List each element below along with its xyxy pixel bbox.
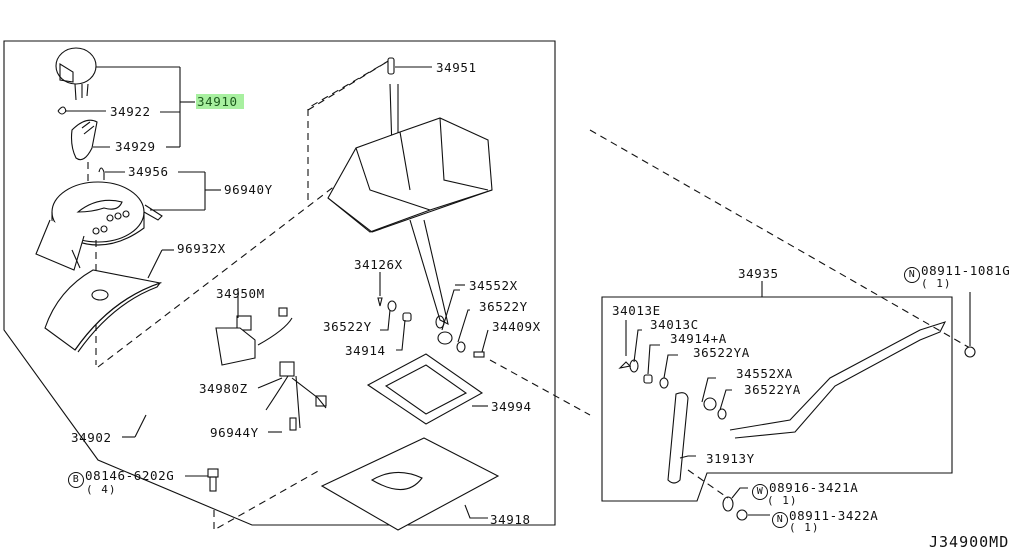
leader-34910-bracket (65, 66, 195, 148)
part-label-34922[interactable]: 34922 (110, 104, 151, 119)
part-label-34918[interactable]: 34918 (490, 512, 531, 527)
diagram-code: J34900MD (929, 533, 1010, 551)
part-label-96932X[interactable]: 96932X (177, 241, 226, 256)
part-label-34910[interactable]: 34910 (196, 94, 244, 109)
small-parts-drawing (377, 272, 591, 416)
pin-drawing (387, 57, 432, 75)
highlighted-part-34910[interactable]: 34910 (196, 94, 244, 109)
part-label-34980Z[interactable]: 34980Z (199, 381, 248, 396)
part-label-34929[interactable]: 34929 (115, 139, 156, 154)
part-label-34935[interactable]: 34935 (738, 266, 779, 281)
fastener-qty-nut-upper: ( 1) (921, 277, 952, 290)
shift-knob-drawing (55, 47, 98, 161)
cable-assembly-drawing (589, 129, 976, 521)
part-label-34552X[interactable]: 34552X (469, 278, 518, 293)
part-label-36522YA-upper[interactable]: 36522YA (693, 345, 750, 360)
bolt-symbol-icon: B (68, 472, 84, 488)
fastener-qty-washer: ( 1) (767, 494, 798, 507)
part-label-34956[interactable]: 34956 (128, 164, 169, 179)
leader-lines (122, 284, 465, 438)
gasket-drawing (366, 353, 488, 425)
fastener-qty-bolt: ( 4) (86, 483, 117, 496)
part-label-36522YA-lower[interactable]: 36522YA (744, 382, 801, 397)
fastener-number: 08911-1081G (921, 263, 1011, 278)
nut-symbol-icon: N (904, 267, 920, 283)
part-label-34013C[interactable]: 34013C (650, 317, 699, 332)
part-label-36522Y-right[interactable]: 36522Y (479, 299, 528, 314)
part-label-34552XA[interactable]: 34552XA (736, 366, 793, 381)
part-label-96940Y[interactable]: 96940Y (224, 182, 273, 197)
part-label-34950M[interactable]: 34950M (216, 286, 265, 301)
part-label-36522Y-left[interactable]: 36522Y (323, 319, 372, 334)
indicator-plate-drawing (35, 181, 163, 271)
part-label-34914A[interactable]: 34914+A (670, 331, 727, 346)
fastener-number: 08911-3422A (789, 508, 879, 523)
fastener-number: 08146-6202G (85, 468, 175, 483)
part-label-31913Y[interactable]: 31913Y (706, 451, 755, 466)
washer-symbol-icon: W (752, 484, 768, 500)
part-label-34951[interactable]: 34951 (436, 60, 477, 75)
part-label-34126X[interactable]: 34126X (354, 257, 403, 272)
part-label-96944Y[interactable]: 96944Y (210, 425, 259, 440)
harness-drawing (215, 307, 327, 431)
part-label-34914[interactable]: 34914 (345, 343, 386, 358)
bolt-drawing (185, 468, 219, 492)
fastener-qty-nut-lower: ( 1) (789, 521, 820, 534)
guide-dashed (213, 469, 321, 531)
guide-dashed (97, 181, 341, 368)
part-label-34013E[interactable]: 34013E (612, 303, 661, 318)
boot-drawing (320, 437, 500, 531)
main-assembly-frame (3, 40, 556, 526)
leader-96940Y-bracket (98, 167, 221, 211)
nut-symbol-icon: N (772, 512, 788, 528)
finisher-drawing (44, 249, 174, 353)
fastener-number: 08916-3421A (769, 480, 859, 495)
guide-dashed (307, 59, 391, 205)
part-label-34409X[interactable]: 34409X (492, 319, 541, 334)
part-label-34902[interactable]: 34902 (71, 430, 112, 445)
part-label-34994[interactable]: 34994 (491, 399, 532, 414)
cable-assembly-frame (601, 296, 953, 502)
shifter-assembly-drawing (327, 83, 493, 329)
